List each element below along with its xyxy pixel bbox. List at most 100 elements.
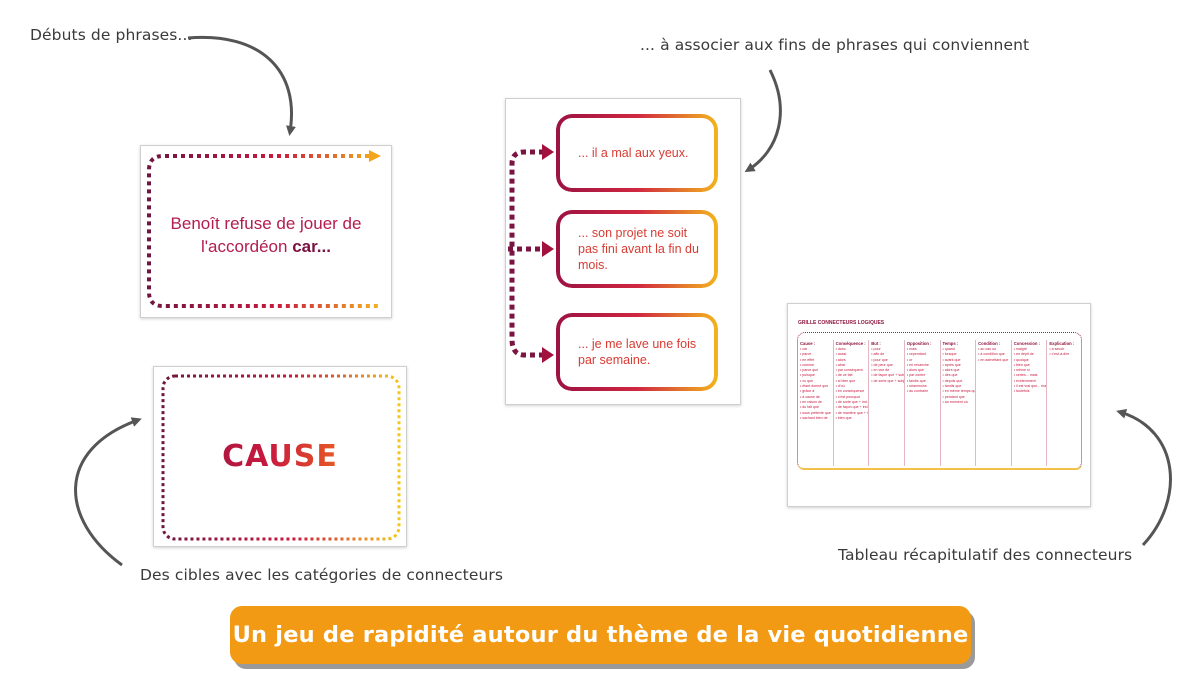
sentence-end-card-1: ... il a mal aux yeux. [556, 114, 718, 192]
summary-connector-item: • pendant que [942, 394, 965, 399]
sentence-end-card-3: ... je me lave une fois par semaine. [556, 313, 718, 391]
summary-table-bottom-border [798, 464, 1082, 470]
sentence-ends-sheet: ... il a mal aux yeux. ... son projet ne… [505, 98, 741, 405]
summary-connector-item: • donc [835, 347, 846, 351]
summary-connector-item: • néanmoins [906, 384, 927, 389]
summary-connector-item: • en vue de [871, 368, 890, 373]
summary-column: Condition :• au cas où• à condition que•… [975, 340, 1011, 466]
summary-connector-item: • au contraire [906, 389, 929, 394]
summary-connector-item: • afin de [871, 352, 885, 357]
summary-connector-item: • lorsque [942, 352, 957, 357]
summary-column: Explication :• à savoir• c'est-à-dire [1046, 340, 1082, 466]
sentence-start-card: Benoît refuse de jouer de l'accordéon ca… [140, 145, 392, 318]
sentence-end-card-2: ... son projet ne soit pas fini avant la… [556, 210, 718, 288]
caption-summary-table: Tableau récapitulatif des connecteurs [838, 546, 1133, 564]
summary-connector-item: • parce que [800, 368, 819, 373]
summary-column: Conséquence :• donc• aussi• alors• ainsi… [832, 340, 869, 466]
summary-column-header: Concession : [1013, 341, 1041, 346]
arrow-to-target-card [74, 417, 142, 567]
summary-column-header: Explication : [1049, 341, 1075, 346]
sentence-end-text-2: ... son projet ne soit pas fini avant la… [578, 226, 699, 272]
summary-connector-item: • bien que [835, 415, 852, 420]
summary-connector-item: • pour que [871, 357, 888, 362]
summary-connector-item: • quand [942, 347, 955, 351]
summary-connector-item: • or [906, 357, 913, 362]
sentence-start-line2: l'accordéon [201, 237, 288, 256]
summary-connector-item: • bien que [1013, 362, 1030, 367]
summary-connector-item: • mais [906, 347, 917, 351]
summary-connector-item: • de ce fait [835, 373, 853, 378]
summary-connector-item: • de manière que + ind. [835, 410, 869, 415]
summary-column-header: Condition : [978, 341, 1001, 346]
summary-connector-item: • aussi [835, 352, 847, 357]
dotted-path-decoration [147, 150, 381, 308]
summary-connector-item: • si bien que [835, 378, 856, 383]
summary-connector-item: • après que [942, 362, 961, 367]
summary-connector-item: • au moment où [942, 399, 968, 404]
summary-connector-item: • dès que [942, 373, 958, 378]
summary-column-header: Cause : [800, 341, 816, 346]
summary-connector-item: • ainsi [835, 362, 846, 367]
summary-connector-item: • il est vrai que... mais [1013, 384, 1047, 389]
sentence-start-text: Benoît refuse de jouer de l'accordéon ca… [141, 212, 391, 258]
summary-connector-item: • à cause de [800, 394, 820, 399]
summary-column-header: Conséquence : [835, 341, 866, 346]
summary-connector-item: • avant que [942, 357, 961, 362]
summary-connector-item: • du fait que [800, 405, 820, 410]
summary-connector-item: • au cas où [978, 347, 996, 351]
summary-connector-item: • à savoir [1049, 347, 1065, 351]
summary-connector-item: • en même temps que [942, 389, 976, 394]
summary-connector-item: • tandis que [942, 384, 962, 389]
arrow-to-summary-table [1116, 408, 1172, 547]
summary-connector-item: • tandis que [906, 378, 926, 383]
summary-connector-item: • grâce à [800, 389, 815, 394]
summary-connector-item: • en effet [800, 357, 815, 362]
summary-connector-item: • parce [800, 352, 812, 357]
headline-banner: Un jeu de rapidité autour du thème de la… [230, 606, 971, 664]
category-label: CAUSE [154, 439, 406, 474]
summary-connector-item: • pour [871, 347, 881, 351]
summary-connector-item: • c'est-à-dire [1049, 352, 1070, 357]
summary-connector-item: • évidemment [1013, 378, 1036, 383]
summary-connector-item: • vu que [800, 378, 814, 383]
summary-connector-item: • quoique [1013, 357, 1029, 362]
sentence-start-line1: Benoît refuse de jouer de [170, 214, 362, 233]
target-category-card: CAUSE [153, 366, 407, 547]
summary-connector-item: • même si [1013, 368, 1030, 373]
summary-column: Concession :• malgré• en dépit de• quoiq… [1010, 340, 1047, 466]
summary-connector-item: • certes... mais [1013, 373, 1038, 378]
summary-column-header: Temps : [942, 341, 959, 346]
summary-table-title: GRILLE CONNECTEURS LOGIQUES [798, 320, 885, 326]
summary-connector-item: • alors [835, 357, 846, 362]
sentence-end-text-3: ... je me lave une fois par semaine. [578, 337, 697, 367]
summary-connector-item: • puisque [800, 373, 815, 378]
summary-connector-item: • malgré [1013, 347, 1027, 351]
arrow-to-end-cards [744, 69, 782, 173]
summary-connector-item: • d'où [835, 384, 845, 389]
summary-column: Cause :• car• parce• en effet• comme• pa… [798, 340, 833, 466]
summary-connector-item: • depuis que [942, 378, 963, 383]
summary-connector-item: • sous prétexte que [800, 410, 831, 415]
summary-connector-item: • toutefois [1013, 389, 1030, 394]
summary-connector-item: • en revanche [906, 362, 929, 367]
summary-connector-item: • comme [800, 362, 815, 367]
connectors-summary-table: GRILLE CONNECTEURS LOGIQUES Cause :• car… [787, 303, 1091, 507]
sentence-start-connector: car... [292, 237, 331, 256]
summary-connector-item: • cependant [906, 352, 926, 357]
summary-connector-item: • alors que [906, 368, 924, 373]
summary-connector-item: • de sorte que + subj. [871, 378, 904, 383]
caption-targets: Des cibles avec les catégories de connec… [140, 566, 504, 584]
summary-connector-item: • en admettant que [978, 357, 1009, 362]
summary-connector-item: • de peur que [871, 362, 893, 367]
summary-connector-item: • par conséquent [835, 368, 863, 373]
summary-connector-item: • par contre [906, 373, 926, 378]
dotted-connector-decoration [508, 144, 554, 363]
summary-connector-item: • de façon que + subj. [871, 373, 904, 378]
summary-connector-item: • étant donné que [800, 384, 829, 389]
summary-connector-item: • en conséquence [835, 389, 865, 394]
summary-connector-item: • alors que [942, 368, 960, 373]
summary-connector-item: • car [800, 347, 808, 351]
summary-column-header: Opposition : [906, 341, 932, 346]
summary-connector-item: • de façon que + ind. [835, 405, 869, 410]
summary-connector-item: • de sorte que + ind. [835, 399, 868, 404]
